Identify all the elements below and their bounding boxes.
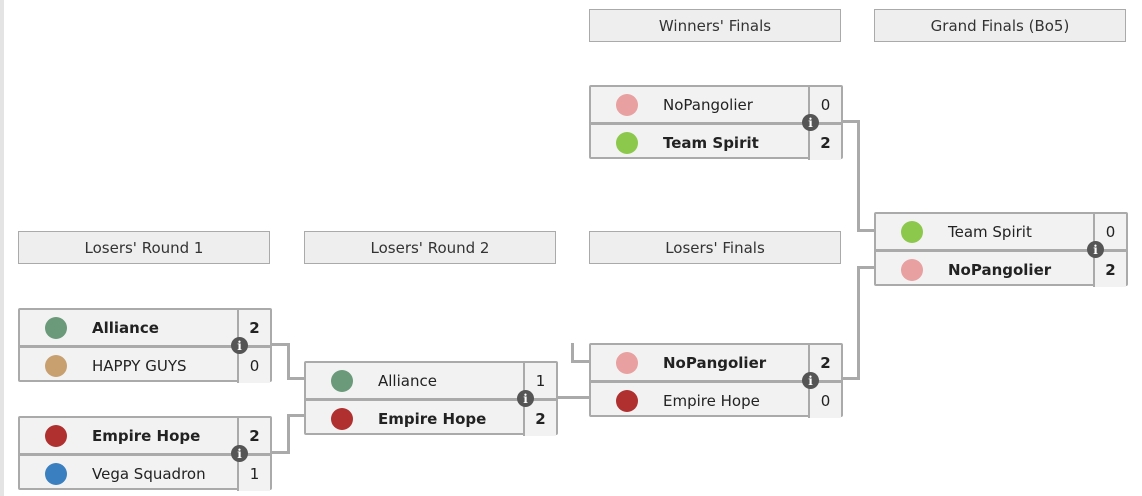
team-row[interactable]: Alliance 1 <box>306 363 556 398</box>
connector <box>287 414 290 454</box>
connector <box>287 414 305 417</box>
header-losers-round-2: Losers' Round 2 <box>304 231 556 264</box>
team-row[interactable]: NoPangolier 2 <box>876 249 1126 287</box>
info-icon[interactable]: i <box>231 445 248 462</box>
happy-guys-logo-icon <box>20 354 92 377</box>
nopangolier-logo-icon <box>876 258 948 281</box>
connector <box>287 343 290 380</box>
team-name: Empire Hope <box>378 409 487 428</box>
nopangolier-logo-icon <box>591 351 663 374</box>
team-row[interactable]: Team Spirit 0 <box>876 214 1126 249</box>
page-edge <box>0 0 4 496</box>
vega-squadron-logo-icon <box>20 462 92 485</box>
connector <box>857 120 860 231</box>
team-spirit-logo-icon <box>876 220 948 243</box>
team-name: NoPangolier <box>663 353 767 372</box>
header-winners-finals: Winners' Finals <box>589 9 841 42</box>
team-name: Vega Squadron <box>92 464 206 483</box>
connector <box>287 377 305 380</box>
team-row[interactable]: HAPPY GUYS 0 <box>20 345 270 383</box>
info-icon[interactable]: i <box>802 114 819 131</box>
team-row[interactable]: Empire Hope 2 <box>306 398 556 436</box>
connector <box>571 360 590 363</box>
connector <box>571 343 574 363</box>
team-row[interactable]: Vega Squadron 1 <box>20 453 270 491</box>
team-name: Empire Hope <box>92 426 201 445</box>
team-name: Alliance <box>378 371 437 390</box>
team-score: 0 <box>237 348 270 383</box>
team-row[interactable]: Empire Hope 0 <box>591 380 841 418</box>
team-name: Empire Hope <box>663 391 760 410</box>
team-score: 2 <box>808 125 841 160</box>
team-spirit-logo-icon <box>591 131 663 154</box>
connector <box>857 266 875 269</box>
team-name: Team Spirit <box>663 133 759 152</box>
header-losers-finals: Losers' Finals <box>589 231 841 264</box>
team-name: NoPangolier <box>663 95 753 114</box>
empire-hope-logo-icon <box>20 424 92 447</box>
header-losers-round-1: Losers' Round 1 <box>18 231 270 264</box>
nopangolier-logo-icon <box>591 93 663 116</box>
team-score: 2 <box>523 401 556 436</box>
team-name: Team Spirit <box>948 222 1032 241</box>
connector <box>857 229 875 232</box>
alliance-logo-icon <box>306 369 378 392</box>
team-row[interactable]: Empire Hope 2 <box>20 418 270 453</box>
team-name: HAPPY GUYS <box>92 356 187 375</box>
header-grand-finals: Grand Finals (Bo5) <box>874 9 1126 42</box>
team-score: 0 <box>808 383 841 418</box>
team-name: NoPangolier <box>948 260 1052 279</box>
connector <box>535 396 590 399</box>
team-row[interactable]: Team Spirit 2 <box>591 122 841 160</box>
alliance-logo-icon <box>20 316 92 339</box>
info-icon[interactable]: i <box>231 337 248 354</box>
info-icon[interactable]: i <box>517 390 534 407</box>
team-score: 1 <box>237 456 270 491</box>
empire-hope-logo-icon <box>306 407 378 430</box>
info-icon[interactable]: i <box>1087 241 1104 258</box>
team-name: Alliance <box>92 318 159 337</box>
empire-hope-logo-icon <box>591 389 663 412</box>
team-score: 2 <box>1093 252 1126 287</box>
info-icon[interactable]: i <box>802 372 819 389</box>
connector <box>857 266 860 380</box>
